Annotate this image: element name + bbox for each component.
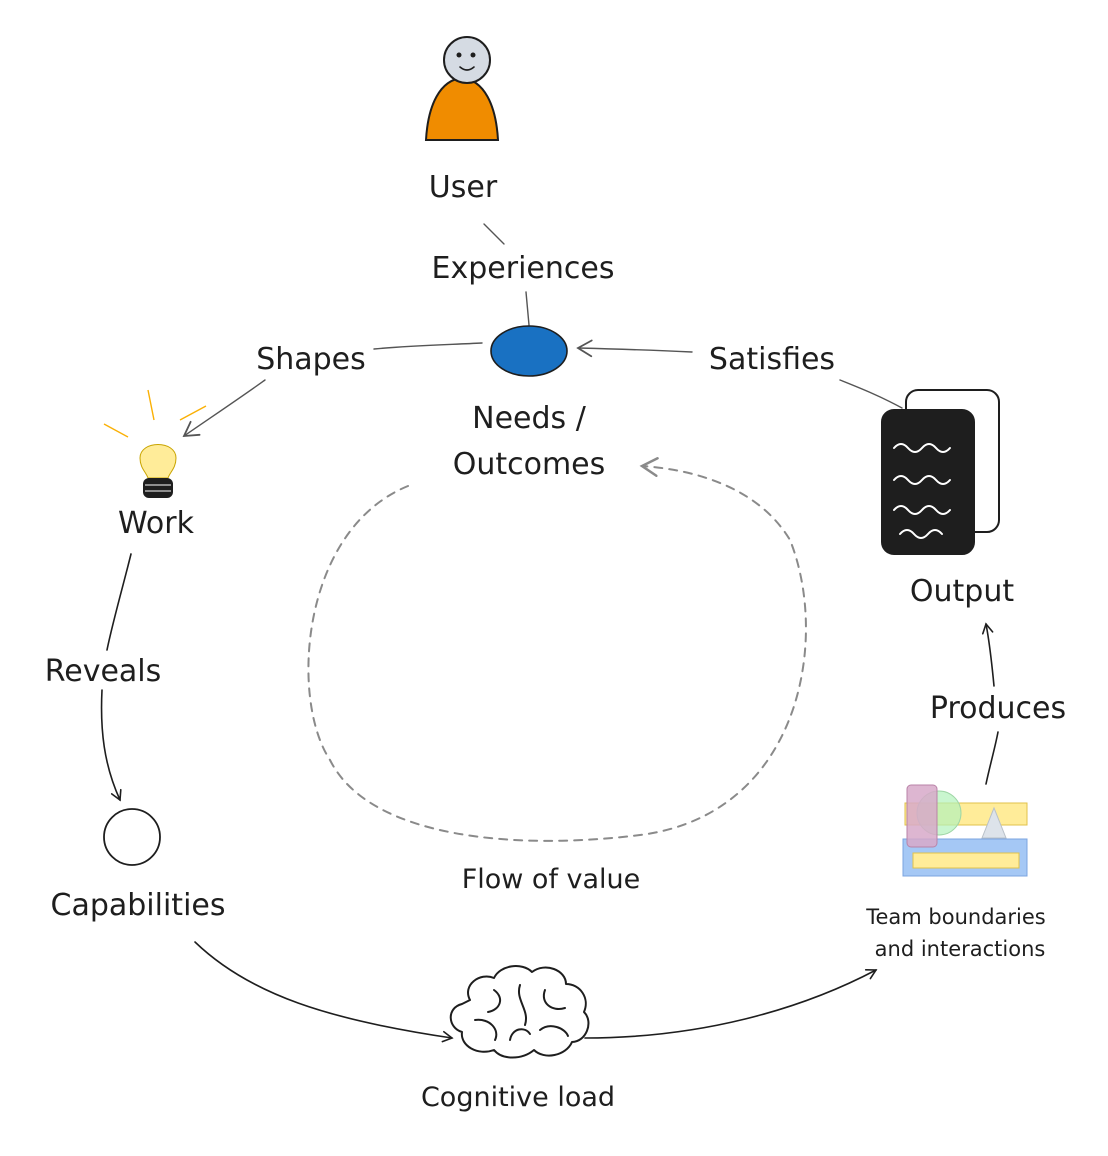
cognitive-load-label: Cognitive load: [421, 1082, 615, 1113]
edge-output-satisfies: [839, 379, 903, 409]
satisfies-label: Satisfies: [709, 342, 835, 377]
experiences-label: Experiences: [432, 251, 615, 286]
edge-reveals-capabilities: [100, 689, 122, 802]
user-label: User: [429, 170, 498, 205]
edge-work-reveals: [106, 553, 132, 651]
capabilities-node: [103, 808, 161, 866]
flow-of-value-label: Flow of value: [462, 864, 641, 895]
edge-experiences-needs: [525, 291, 530, 326]
produces-label: Produces: [930, 691, 1066, 726]
work-label: Work: [118, 506, 195, 541]
edge-needs-shapes: [373, 342, 483, 350]
team-label-line2: and interactions: [875, 937, 1046, 961]
shapes-label: Shapes: [256, 342, 366, 377]
team-label-line1: Team boundaries: [865, 905, 1046, 929]
user-icon: [424, 36, 500, 141]
output-label: Output: [910, 574, 1014, 609]
edge-user-experiences: [483, 223, 505, 245]
flow-of-value-loop: [307, 457, 807, 842]
team-boundaries-icon: [902, 784, 1028, 877]
edge-cognitive-team: [584, 968, 878, 1039]
needs-label-line2: Outcomes: [453, 447, 606, 482]
edge-shapes-work: [182, 379, 266, 438]
needs-label-line1: Needs /: [472, 401, 587, 436]
lightbulb-icon: [103, 389, 207, 498]
needs-outcomes-node: [490, 325, 568, 377]
capabilities-label: Capabilities: [51, 888, 226, 923]
brain-icon: [449, 965, 590, 1059]
reveals-label: Reveals: [45, 654, 162, 689]
edge-capabilities-cognitive: [194, 941, 454, 1043]
edge-produces-output: [981, 622, 995, 687]
edge-team-produces: [985, 731, 999, 785]
document-icon: [881, 389, 1000, 555]
edge-satisfies-needs: [576, 339, 693, 358]
